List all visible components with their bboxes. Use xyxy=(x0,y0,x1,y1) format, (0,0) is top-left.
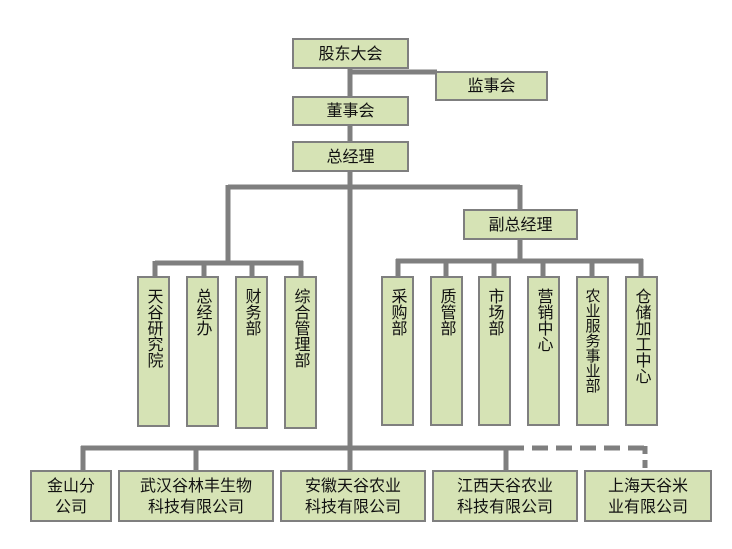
sub-jinshan-line1: 金山分 xyxy=(46,476,95,495)
node-board: 董事会 xyxy=(292,96,409,126)
node-finance: 财务部 xyxy=(235,276,268,429)
node-storage-processing: 仓储加工中心 xyxy=(625,276,658,426)
node-general-manager: 总经理 xyxy=(292,141,409,172)
node-marketing-center: 营销中心 xyxy=(527,276,560,426)
sub-anhui-line2: 科技有限公司 xyxy=(304,497,401,516)
sub-wuhan-line2: 科技有限公司 xyxy=(147,497,244,516)
sub-shanghai-line1: 上海天谷米 xyxy=(607,476,688,495)
node-agri-services: 农业服务事业部 xyxy=(576,276,609,426)
sub-wuhan-line1: 武汉谷林丰生物 xyxy=(139,476,252,495)
sub-jiangxi-line1: 江西天谷农业 xyxy=(456,476,553,495)
node-sub-shanghai: 上海天谷米 业有限公司 xyxy=(584,470,712,522)
node-deputy-gm: 副总经理 xyxy=(463,209,578,240)
sub-shanghai-line2: 业有限公司 xyxy=(607,497,688,516)
sub-jinshan-line2: 公司 xyxy=(54,497,87,516)
node-quality: 质管部 xyxy=(430,276,463,426)
node-sub-wuhan: 武汉谷林丰生物 科技有限公司 xyxy=(118,470,274,522)
sub-jiangxi-line2: 科技有限公司 xyxy=(456,497,553,516)
node-sub-jiangxi: 江西天谷农业 科技有限公司 xyxy=(432,470,578,522)
sub-anhui-line1: 安徽天谷农业 xyxy=(304,476,401,495)
node-general-admin: 综合管理部 xyxy=(284,276,317,429)
node-shareholders: 股东大会 xyxy=(292,38,409,69)
node-sub-jinshan: 金山分 公司 xyxy=(30,470,112,522)
node-market: 市场部 xyxy=(478,276,511,426)
node-gm-office: 总经办 xyxy=(186,276,219,427)
node-purchasing: 采购部 xyxy=(381,276,414,426)
node-sub-anhui: 安徽天谷农业 科技有限公司 xyxy=(280,470,426,522)
node-supervisors: 监事会 xyxy=(435,71,548,101)
node-tiangu-research: 天谷研究院 xyxy=(137,276,170,427)
